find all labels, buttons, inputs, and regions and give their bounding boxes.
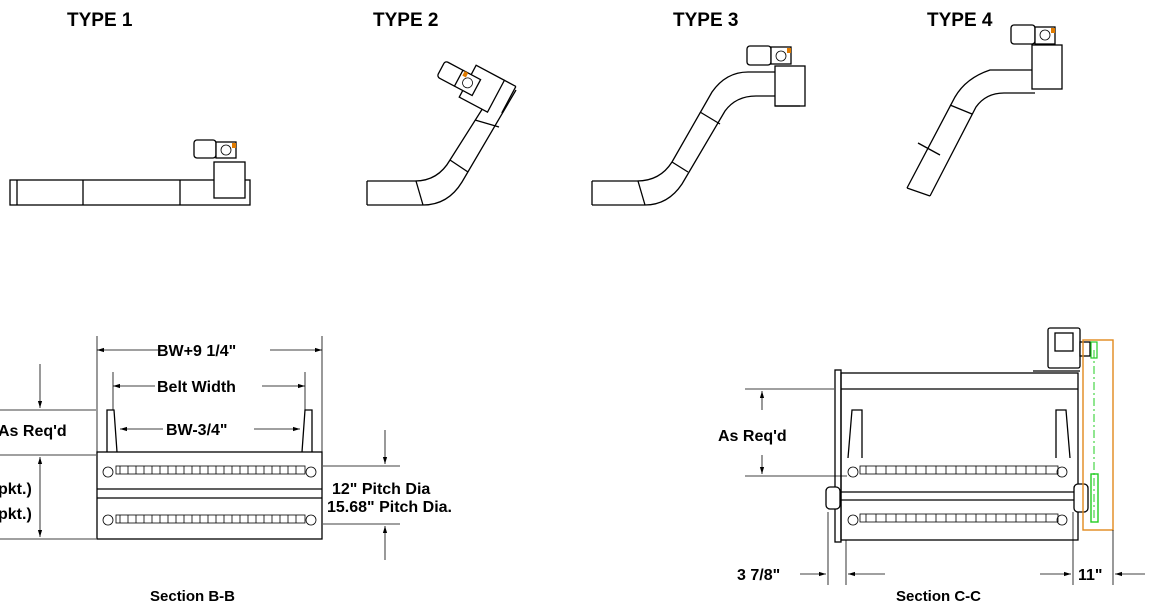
type-4-motor-icon: [1010, 24, 1056, 45]
type-2-motor-icon: [437, 61, 482, 97]
section-c-motor-icon: [1033, 327, 1091, 372]
section-b-b: [0, 336, 400, 560]
type-3-label: TYPE 3: [673, 10, 738, 31]
type-1-motor-icon: [193, 139, 237, 159]
type-4-conveyor: [906, 24, 1063, 197]
dim-as-reqd-c: As Req'd: [718, 428, 787, 445]
section-c-title: Section C-C: [896, 588, 981, 605]
dim-belt-width: Belt Width: [157, 379, 236, 396]
dim-bw-minus: BW-3/4": [166, 422, 228, 439]
dim-as-reqd-b: As Req'd: [0, 423, 67, 440]
section-c-c: [745, 327, 1145, 585]
section-b-title: Section B-B: [150, 588, 235, 605]
pitch-dia-15-68: 15.68" Pitch Dia.: [327, 499, 452, 516]
pitch-dia-12: 12" Pitch Dia: [332, 481, 430, 498]
driven-sprocket-icon: [1090, 473, 1099, 523]
type-4-label: TYPE 4: [927, 10, 993, 31]
drive-sprocket-icon: [1090, 341, 1098, 359]
dim-11: 11": [1078, 567, 1103, 584]
type-1-conveyor: [9, 139, 251, 206]
type-2-conveyor: [366, 61, 517, 206]
type-1-label: TYPE 1: [67, 10, 133, 31]
dim-sprocket-2: pkt.): [0, 506, 32, 523]
dim-bw-plus: BW+9 1/4": [157, 343, 236, 360]
chain-guard: [1082, 339, 1114, 531]
type-3-motor-icon: [746, 45, 792, 66]
dim-3-7-8: 3 7/8": [737, 567, 780, 584]
type-3-conveyor: [591, 45, 806, 206]
dim-sprocket-1: pkt.): [0, 481, 32, 498]
type-2-label: TYPE 2: [373, 10, 438, 31]
